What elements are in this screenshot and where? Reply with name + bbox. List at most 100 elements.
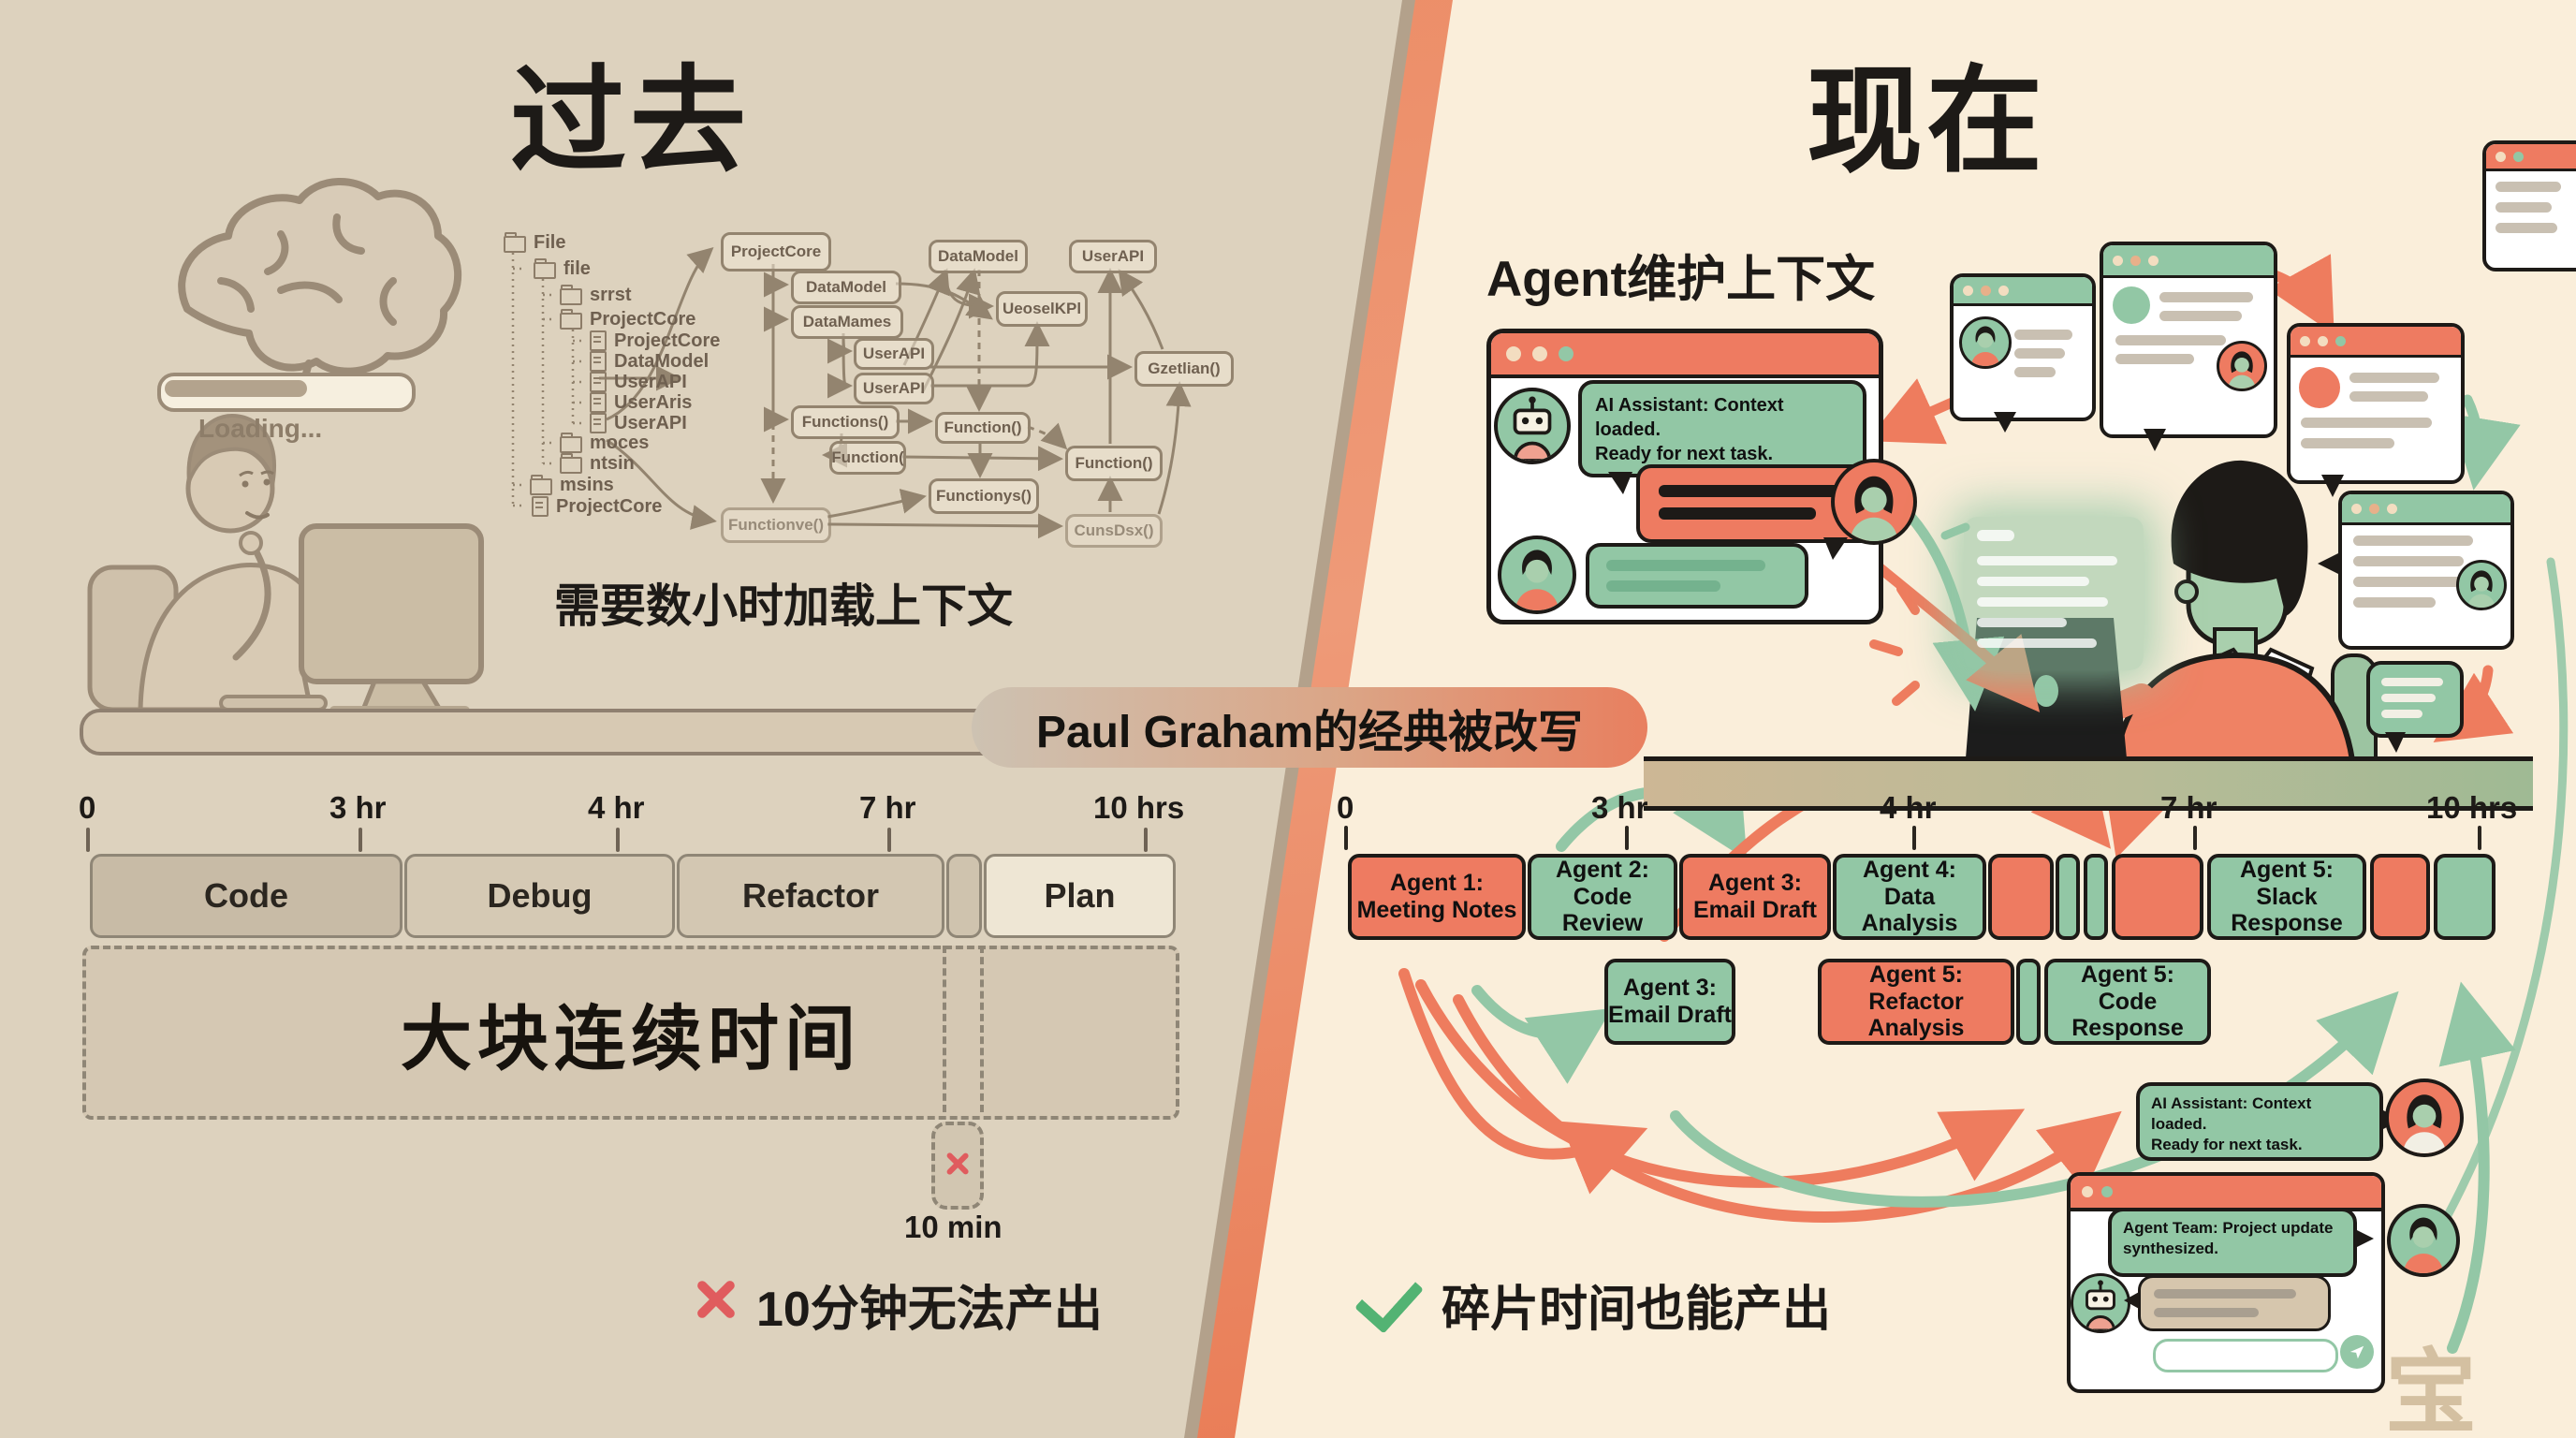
tick-mark (359, 828, 362, 852)
window-dot (2318, 335, 2328, 346)
file-icon (590, 413, 607, 433)
window-dot (2496, 151, 2506, 162)
bubble-tail (2318, 552, 2340, 575)
folder-icon (530, 475, 552, 495)
folder-icon (560, 285, 582, 305)
timeline-fragment-block (2434, 854, 2496, 940)
avatar-dot (2299, 367, 2340, 408)
x-icon (945, 1150, 970, 1178)
tree-item: ntsin (560, 452, 635, 475)
tree-item: moces (560, 432, 649, 454)
folder-icon (534, 258, 556, 279)
window-dot (1998, 285, 2009, 296)
man-avatar (1959, 316, 2012, 369)
bubble-tail (2385, 732, 2406, 753)
task-block-refactor: Refactor (677, 854, 944, 938)
tree-item: file (534, 257, 591, 280)
glow-context-window (1964, 517, 2144, 670)
window-dot (2335, 335, 2346, 346)
reply-bubble (1586, 543, 1808, 609)
woman-avatar (2385, 1078, 2464, 1157)
graph-node: Functionys() (929, 478, 1039, 514)
file-icon (590, 351, 607, 372)
tree-item: UserAris (590, 391, 692, 414)
ai-message-bubble: AI Assistant: Context loaded.Ready for n… (1578, 380, 1866, 494)
ai-status-bubble: AI Assistant: Context loaded. Ready for … (2136, 1082, 2402, 1161)
task-block-code: Code (90, 854, 402, 938)
file-icon (532, 496, 549, 517)
woman-avatar (2217, 341, 2267, 391)
woman-avatar (1831, 459, 1917, 545)
tick-label: 4 hr (588, 790, 645, 825)
bubble-tail (2124, 1291, 2141, 1310)
past-caption: 需要数小时加载上下文 (554, 581, 1014, 632)
window-titlebar (1491, 333, 1879, 378)
window-dot (2300, 335, 2310, 346)
avatar-dot (2113, 286, 2150, 324)
tree-item: UserAPI (590, 371, 687, 393)
timeline-fragment-block (2016, 959, 2041, 1045)
file-icon (590, 372, 607, 392)
robot-avatar (2071, 1273, 2130, 1333)
task-block-sliver (946, 854, 982, 938)
tree-item: msins (530, 474, 614, 496)
tick-mark (1144, 828, 1148, 852)
tree-item: ProjectCore (560, 308, 695, 330)
tick-label: 10 hrs (1093, 790, 1185, 825)
graph-node: DataModel (791, 271, 901, 304)
tree-item: ProjectCore (590, 330, 720, 352)
tree-item: File (504, 231, 565, 254)
ten-min-block (931, 1122, 984, 1210)
window-dot (2113, 255, 2123, 266)
agent-block: Agent 3:Email Draft (1679, 854, 1831, 940)
brain-icon (178, 178, 462, 408)
mini-bubble (2366, 661, 2464, 753)
agent-block: Agent 4:Data Analysis (1833, 854, 1986, 940)
bubble-tail (1823, 537, 1848, 560)
ten-min-label: 10 min (904, 1210, 1003, 1244)
man-avatar (2387, 1204, 2460, 1277)
tick-label: 4 hr (1880, 790, 1937, 825)
loading-label: Loading... (198, 414, 323, 443)
agent-team-bubble: Agent Team: Project update synthesized. (2108, 1208, 2374, 1277)
file-tree-lines (511, 253, 582, 507)
tree-item: srrst (560, 284, 631, 306)
agent-block: Agent 5:Refactor Analysis (1818, 959, 2014, 1045)
graph-node: DataMames (791, 305, 903, 339)
task-block-plan: Plan (984, 854, 1176, 938)
tick-label: 7 hr (859, 790, 916, 825)
graph-node: ProjectCore (721, 232, 831, 271)
window-dot (2148, 255, 2159, 266)
folder-icon (504, 232, 526, 253)
timeline-fragment-block (2056, 854, 2080, 940)
graph-node: CunsDsx() (1065, 514, 1163, 548)
send-button[interactable] (2340, 1335, 2374, 1369)
timeline-fragment-block (2370, 854, 2430, 940)
agent-block: Agent 1:Meeting Notes (1348, 854, 1526, 940)
window-dot (2101, 1186, 2113, 1197)
graph-node: Gzetlian() (1134, 351, 1234, 387)
success-text: 碎片时间也能产出 (1442, 1283, 1832, 1337)
robot-avatar (1494, 388, 1571, 464)
bubble-tail (2144, 429, 2166, 451)
center-banner: Paul Graham的经典被改写 (972, 687, 1647, 768)
tree-item: UserAPI (590, 412, 687, 434)
big-time-block: 大块连续时间 (82, 946, 1179, 1120)
window-dot (2082, 1186, 2093, 1197)
now-caption: Agent维护上下文 (1486, 252, 1876, 307)
window-dot (1981, 285, 1991, 296)
tick-mark (1625, 826, 1629, 850)
tick-mark (887, 828, 891, 852)
window-dot (2369, 503, 2379, 514)
timeline-fragment-block (1988, 854, 2054, 940)
window-dot (1532, 346, 1547, 361)
tick-mark (2193, 826, 2197, 850)
window-dot (2387, 503, 2397, 514)
agent-block: Agent 5:Code Response (2044, 959, 2211, 1045)
graph-node: Functionve() (721, 507, 831, 543)
tick-mark (616, 828, 620, 852)
window-dot (2351, 503, 2362, 514)
tick-label: 10 hrs (2426, 790, 2518, 825)
message-input[interactable] (2153, 1339, 2338, 1372)
tick-mark (1912, 826, 1916, 850)
